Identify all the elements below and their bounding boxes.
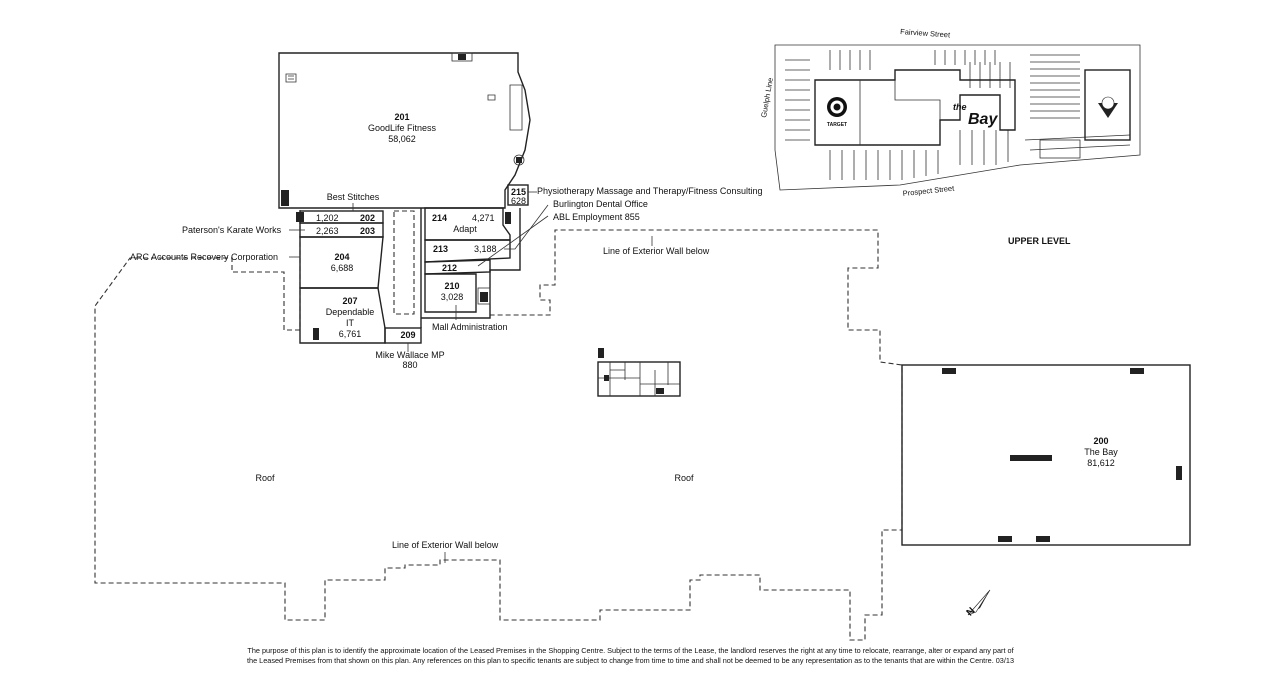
unit-214-number: 214 — [432, 213, 447, 223]
unit-213-tenant: Burlington Dental Office — [553, 199, 648, 209]
disclaimer-text: The purpose of this plan is to identify … — [90, 646, 1171, 665]
roof-label-center: Roof — [674, 473, 694, 483]
disclaimer-line-2: the Leased Premises from that shown on t… — [246, 655, 1015, 665]
exterior-wall-outline — [94, 210, 903, 641]
unit-212-callout: ABL Employment 855 — [553, 212, 640, 222]
unit-209-tenant: Mike Wallace MP — [375, 350, 444, 360]
unit-215[interactable] — [507, 184, 529, 206]
unit-213[interactable] — [424, 239, 511, 263]
unit-204-number: 204 — [334, 252, 349, 262]
unit-213-area: 3,188 — [474, 244, 497, 254]
unit-210-tenant: Mall Administration — [432, 322, 508, 332]
unit-210-number: 210 — [444, 281, 459, 291]
unit-201-name: GoodLife Fitness — [368, 123, 437, 133]
unit-207-name-line2: IT — [346, 318, 355, 328]
unit-209-number: 209 — [400, 330, 415, 340]
street-south: Prospect Street — [902, 184, 955, 198]
unit-200[interactable] — [901, 364, 1191, 546]
unit-214-name: Adapt — [453, 224, 477, 234]
level-title: UPPER LEVEL — [1008, 236, 1071, 246]
target-logo-text: TARGET — [827, 122, 847, 128]
exterior-wall-label-bottom: Line of Exterior Wall below — [392, 540, 499, 550]
unit-212-number: 212 — [442, 263, 457, 273]
unit-215-number: 215 — [511, 187, 526, 197]
bay-logo-text: Bay — [968, 111, 998, 128]
unit-201-number: 201 — [394, 112, 409, 122]
unit-203-number: 203 — [360, 226, 375, 236]
unit-215-tenant: Physiotherapy Massage and Therapy/Fitnes… — [537, 186, 762, 196]
disclaimer-line-1: The purpose of this plan is to identify … — [247, 646, 1014, 655]
street-north: Fairview Street — [900, 27, 951, 40]
unit-204-area: 6,688 — [331, 263, 354, 273]
unit-207-number: 207 — [342, 296, 357, 306]
unit-203-tenant: Paterson's Karate Works — [182, 225, 282, 235]
center-service-block — [597, 348, 681, 397]
bay-logo-prefix: the — [953, 102, 967, 112]
unit-209[interactable] — [384, 327, 422, 344]
unit-207-name-line1: Dependable — [326, 307, 375, 317]
unit-203-area: 2,263 — [316, 226, 339, 236]
roof-label-left: Roof — [255, 473, 275, 483]
unit-200-number: 200 — [1093, 436, 1108, 446]
the-bay-logo: the Bay — [953, 102, 998, 128]
street-west: Guelph Line — [759, 77, 775, 118]
north-arrow-icon: N — [965, 589, 991, 618]
unit-202-number: 202 — [360, 213, 375, 223]
unit-202-area: 1,202 — [316, 213, 339, 223]
unit-202-tenant: Best Stitches — [327, 192, 380, 202]
unit-210-area: 3,028 — [441, 292, 464, 302]
unit-215-area: 628 — [511, 196, 526, 206]
unit-213-number: 213 — [433, 244, 448, 254]
unit-209-area: 880 — [402, 360, 417, 370]
unit-204-tenant: ARC Accounts Recovery Corporation — [130, 252, 278, 262]
unit-212[interactable] — [424, 259, 491, 275]
corridor-void — [393, 210, 415, 315]
unit-201-area: 58,062 — [388, 134, 416, 144]
unit-214-area: 4,271 — [472, 213, 495, 223]
unit-210[interactable] — [424, 273, 477, 313]
key-map: TARGET the Bay Fairview Street Guelph Li… — [759, 27, 1141, 198]
unit-200-area: 81,612 — [1087, 458, 1115, 468]
target-logo-icon: TARGET — [827, 97, 847, 128]
unit-200-name: The Bay — [1084, 447, 1118, 457]
unit-207-area: 6,761 — [339, 329, 362, 339]
exterior-wall-label-top: Line of Exterior Wall below — [603, 246, 710, 256]
